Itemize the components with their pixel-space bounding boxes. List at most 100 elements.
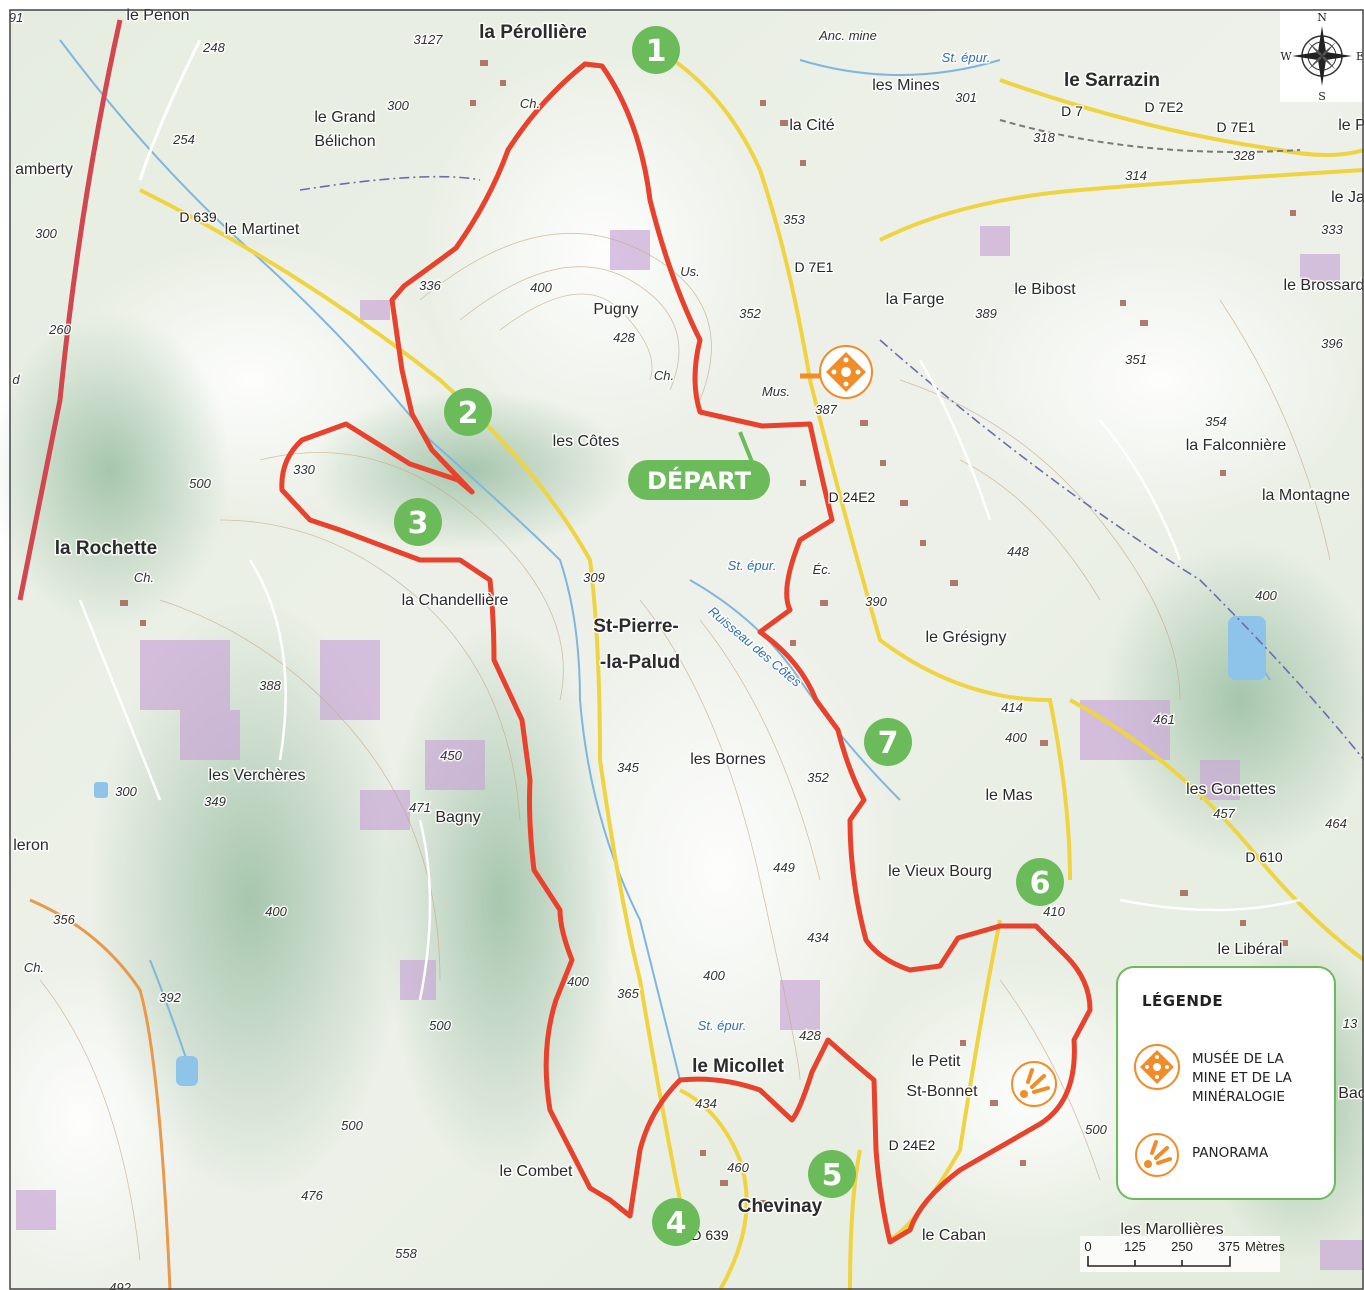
place-label: le Ja: [1331, 189, 1364, 206]
legend-title: LÉGENDE: [1142, 992, 1224, 1010]
hiking-route[interactable]: [279, 61, 1093, 1245]
feature-label: Ch.: [134, 570, 154, 585]
altitude-label: 400: [1255, 588, 1277, 603]
legend-panorama-label: PANORAMA: [1192, 1145, 1269, 1161]
altitude-label: 449: [773, 860, 795, 875]
altitude-label: 500: [1085, 1122, 1107, 1137]
waypoint-number: 2: [458, 396, 479, 431]
place-label: les Bornes: [690, 751, 766, 768]
road-label: D 639: [179, 209, 217, 225]
altitude-label: 460: [727, 1160, 749, 1175]
altitude-label: 345: [617, 760, 639, 775]
contour-lines: [39, 232, 1331, 1261]
altitude-label: 500: [341, 1118, 363, 1133]
waypoint-number: 7: [878, 726, 899, 761]
place-label: St-Pierre-: [593, 616, 679, 637]
place-label: le Vieux Bourg: [888, 863, 992, 880]
altitude-label: 388: [259, 678, 281, 693]
place-label: amberty: [15, 161, 73, 178]
waypoint-number: 3: [408, 506, 429, 541]
altitude-label: 492: [109, 1280, 131, 1290]
place-label: les Verchères: [209, 767, 306, 784]
feature-label: d: [12, 372, 20, 387]
altitude-label: 392: [159, 990, 181, 1005]
place-label: le Bibost: [1014, 281, 1076, 298]
legend-museum-label: MUSÉE DE LA MINE ET DE LA MINÉRALOGIE: [1192, 1051, 1292, 1105]
waypoint-6[interactable]: 6: [1016, 858, 1064, 906]
altitude-label: 349: [204, 794, 226, 809]
waypoint-3[interactable]: 3: [394, 498, 442, 546]
waypoint-circle: [1016, 858, 1064, 906]
waypoint-circle: [808, 1150, 856, 1198]
altitude-label: 450: [440, 748, 462, 763]
altitude-label: 336: [419, 278, 441, 293]
compass-north: N: [1317, 11, 1327, 24]
place-label: le Libéral: [1218, 941, 1283, 958]
scale-tick-250: 250: [1171, 1239, 1193, 1254]
compass-east: E: [1356, 50, 1364, 63]
altitude-label: 353: [783, 212, 805, 227]
start-marker[interactable]: DÉPART: [628, 431, 770, 500]
scale-tick-375: 375: [1218, 1239, 1240, 1254]
altitude-label: 351: [1125, 352, 1147, 367]
place-label: la Montagne: [1262, 487, 1350, 504]
altitude-label: 428: [613, 330, 635, 345]
place-label: Chevinay: [738, 1196, 823, 1217]
altitude-label: 400: [1005, 730, 1027, 745]
place-label: la Rochette: [55, 538, 157, 559]
map-frame: [9, 9, 1364, 1290]
place-label: les Mines: [872, 77, 940, 94]
waypoint-1[interactable]: 1: [632, 26, 680, 74]
altitude-label: 365: [617, 986, 639, 1001]
waypoint-2[interactable]: 2: [444, 388, 492, 436]
museum-marker[interactable]: [800, 345, 873, 399]
waypoint-5[interactable]: 5: [808, 1150, 856, 1198]
waypoint-circle: [864, 718, 912, 766]
place-label: Bac: [1338, 1085, 1364, 1102]
place-label: la Farge: [886, 291, 945, 308]
altitude-label: 328: [1233, 148, 1255, 163]
road-label: D 7E1: [1217, 119, 1256, 135]
altitude-label: 390: [865, 594, 887, 609]
water-label: St. épur.: [698, 1018, 747, 1033]
place-label: le Micollet: [692, 1056, 785, 1077]
feature-label: Ch.: [24, 960, 44, 975]
legend-panel: LÉGENDE MUSÉE DE LA MINE ET DE LA MINÉRA…: [1116, 966, 1336, 1200]
altitude-label: 414: [1001, 700, 1023, 715]
altitude-label: 301: [955, 90, 977, 105]
road-label: D 7E1: [795, 259, 834, 275]
altitude-label: 254: [172, 132, 195, 147]
place-label: le Grésigny: [926, 629, 1007, 646]
feature-label: 91: [9, 10, 23, 25]
waypoint-number: 1: [646, 34, 667, 69]
altitude-label: 434: [807, 930, 829, 945]
waypoint-number: 5: [822, 1158, 843, 1193]
buildings: [120, 60, 1296, 1206]
altitude-label: 352: [807, 770, 829, 785]
place-label: le Brossard: [1284, 277, 1364, 294]
scale-tick-125: 125: [1124, 1239, 1146, 1254]
waypoint-7[interactable]: 7: [864, 718, 912, 766]
scale-bar: 0 125 250 375 Mètres: [1080, 1236, 1285, 1272]
place-label: la Pérollière: [479, 22, 587, 43]
place-label: le Mas: [985, 787, 1032, 804]
waypoint-4[interactable]: 4: [652, 1198, 700, 1246]
altitude-label: 461: [1153, 712, 1175, 727]
road-label: D 24E2: [829, 489, 876, 505]
place-label: les Marollières: [1120, 1221, 1223, 1238]
altitude-label: 400: [703, 968, 725, 983]
panorama-marker[interactable]: [1011, 1061, 1057, 1107]
place-label: -la-Palud: [600, 652, 680, 673]
place-label: le Martinet: [225, 221, 300, 238]
waypoint-circle: [632, 26, 680, 74]
altitude-label: 333: [1321, 222, 1343, 237]
lakes: [94, 616, 1266, 1086]
water-label: St. épur.: [728, 558, 777, 573]
place-label: St-Bonnet: [906, 1083, 978, 1100]
place-label: le Caban: [922, 1227, 986, 1244]
altitude-label: 352: [739, 306, 761, 321]
compass-west: W: [1280, 50, 1292, 63]
place-label: le Petit: [912, 1053, 961, 1070]
